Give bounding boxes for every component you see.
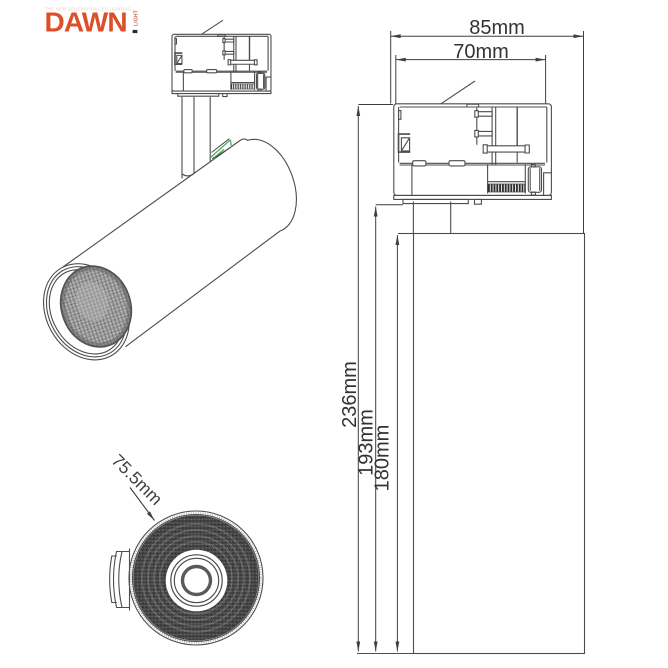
- svg-text:236mm: 236mm: [339, 361, 361, 428]
- svg-text:75.5mm: 75.5mm: [108, 450, 167, 509]
- svg-text:THE NEW GENERATION LED LIGHTIN: THE NEW GENERATION LED LIGHTING: [45, 6, 132, 11]
- svg-text:LIGHT: LIGHT: [133, 10, 139, 26]
- svg-text:DAWN: DAWN: [45, 7, 127, 38]
- svg-text:70mm: 70mm: [453, 41, 509, 63]
- svg-text:180mm: 180mm: [372, 425, 394, 492]
- svg-text:85mm: 85mm: [469, 17, 525, 39]
- svg-text:193mm: 193mm: [356, 409, 378, 476]
